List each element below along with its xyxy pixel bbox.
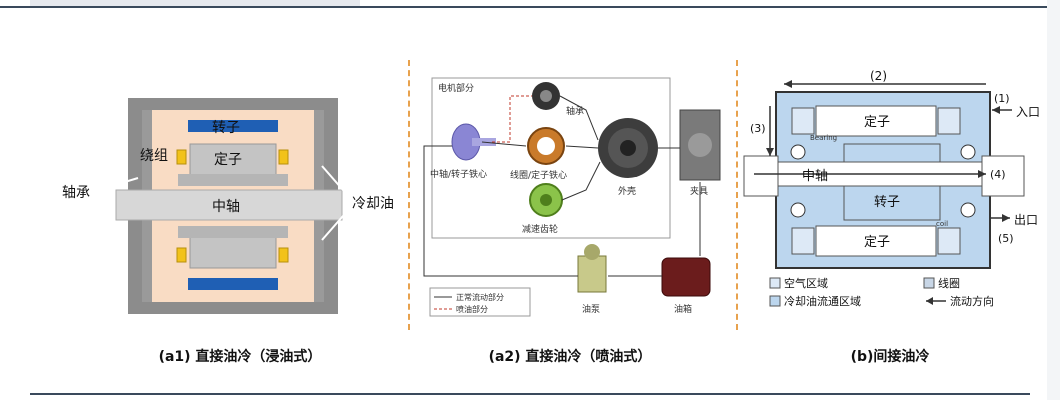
label-outlet: 出口 [1014, 213, 1038, 227]
label-n1: (1) [994, 92, 1010, 105]
rotor-label: 转子 [212, 120, 240, 136]
legend-oil-swatch [769, 295, 781, 307]
cooling-oil-leader-2 [321, 207, 351, 241]
winding-tl [176, 149, 187, 165]
stator-base-top [178, 174, 288, 186]
label-stator-top: 定子 [864, 115, 890, 130]
legend-flow-arrowhead [926, 297, 933, 305]
shaft-rotor-core-label: 中轴/转子铁心 [430, 168, 487, 180]
legend-flow-label: 流动方向 [950, 294, 994, 308]
label-coil-tag: coil [936, 220, 948, 228]
housing-label: 外壳 [618, 185, 636, 197]
shaft [115, 189, 343, 221]
cooling-oil-label: 冷却油 [352, 196, 394, 212]
label-n5: (5) [998, 232, 1014, 245]
rotor-bottom [188, 278, 278, 290]
reduction-gear-label: 减速齿轮 [522, 223, 558, 235]
label-n4: (4) [990, 168, 1006, 181]
panel-a2-diagram: 电机部分 中轴/转子铁心 轴承 线圈/定子铁心 减速齿轮 外壳 夹具 油箱 [423, 77, 721, 317]
panel-a1-diagram: 转子 绕组 定子 中轴 轴承 冷却油 [62, 98, 394, 314]
caption-a1: (a1) 直接油冷（浸油式） [158, 349, 322, 365]
housing-icon [598, 118, 658, 178]
flow-arrowhead-inlet [992, 106, 1000, 114]
winding-tr [278, 149, 289, 165]
legend-normal-label: 正常流动部分 [456, 292, 504, 302]
shaft-label: 中轴 [212, 199, 240, 215]
coil-tl [791, 107, 815, 135]
label-rotor-b: 转子 [874, 195, 900, 210]
bearing-b-tr [960, 144, 976, 160]
stator-bottom [189, 235, 277, 269]
oil-pump-label: 油泵 [582, 303, 600, 315]
caption-a2: (a2) 直接油冷（喷油式） [488, 349, 652, 365]
flow-normal-4 [561, 161, 601, 201]
stator-bottom-b [815, 225, 937, 257]
bearing-leader [97, 177, 139, 191]
label-inlet: 入口 [1016, 105, 1040, 119]
label-shaft-b: 中轴 [802, 169, 828, 184]
shaft-end-right [981, 155, 1025, 197]
flow-normal-8 [423, 145, 578, 277]
bearing-b-tl [790, 144, 806, 160]
caption-b: (b)间接油冷 [850, 349, 930, 365]
flow-arrowhead-2 [784, 80, 792, 88]
oil-tank-icon [661, 257, 711, 297]
stator-base-bottom [178, 226, 288, 238]
a2-legend-box [429, 287, 531, 317]
shaft-end-left [743, 155, 779, 197]
motor-part-label: 电机部分 [438, 82, 474, 94]
flow-normal-3 [559, 95, 599, 141]
winding-bl [176, 247, 187, 263]
bearing-icon [532, 82, 560, 110]
stator-top [189, 143, 277, 177]
bearing-label: 轴承 [62, 185, 90, 201]
divider-left [408, 60, 410, 330]
bottom-rule [30, 393, 1030, 395]
cooling-oil-leader-1 [321, 165, 351, 199]
oil-tank-label: 油箱 [674, 303, 692, 315]
shaft-rotor-core-icon [451, 123, 496, 161]
winding-br [278, 247, 289, 263]
top-rule [0, 6, 1060, 8]
bearing-b-bl [790, 202, 806, 218]
flow-spray [492, 95, 532, 143]
flow-normal-1 [481, 141, 527, 147]
reduction-gear-icon [529, 183, 563, 217]
oil-pump-icon [577, 244, 607, 293]
fixture-icon [679, 109, 721, 181]
panel-b-diagram: (2) (1) 入口 (3) 定子 Bearing 中轴 (4) 转子 出口 c… [743, 69, 1040, 308]
stator-label: 定子 [214, 152, 242, 168]
bearing-a2-label: 轴承 [566, 105, 584, 117]
divider-right [736, 60, 738, 330]
flow-arrowhead-4 [978, 170, 986, 178]
legend-coil-swatch [923, 277, 935, 289]
flow-arrowhead-3 [766, 148, 774, 156]
bearing-b-br [960, 202, 976, 218]
top-strip [30, 0, 360, 6]
legend-coil-label: 线圈 [938, 276, 960, 290]
label-n2: (2) [870, 69, 887, 83]
coil-tr [937, 107, 961, 135]
winding-label: 绕组 [140, 148, 168, 164]
right-edge-strip [1047, 0, 1060, 400]
fixture-label: 夹具 [690, 185, 708, 197]
label-bearing-tag: Bearing [810, 134, 837, 142]
legend-air-swatch [769, 277, 781, 289]
flow-normal-2 [565, 145, 599, 149]
motor-part-box [431, 77, 671, 239]
coil-stator-icon [527, 127, 565, 165]
stator-top-b [815, 105, 937, 137]
rotor-top [188, 120, 278, 132]
flow-arrowhead-outlet [1002, 214, 1010, 222]
legend-air-label: 空气区域 [784, 276, 828, 290]
coil-stator-label: 线圈/定子铁心 [510, 169, 567, 181]
legend-oil-label: 冷却油流通区域 [784, 294, 861, 308]
coil-bl [791, 227, 815, 255]
label-stator-bottom: 定子 [864, 235, 890, 250]
legend-spray-label: 喷油部分 [456, 304, 488, 314]
label-n3: (3) [750, 122, 766, 135]
coil-br [937, 227, 961, 255]
